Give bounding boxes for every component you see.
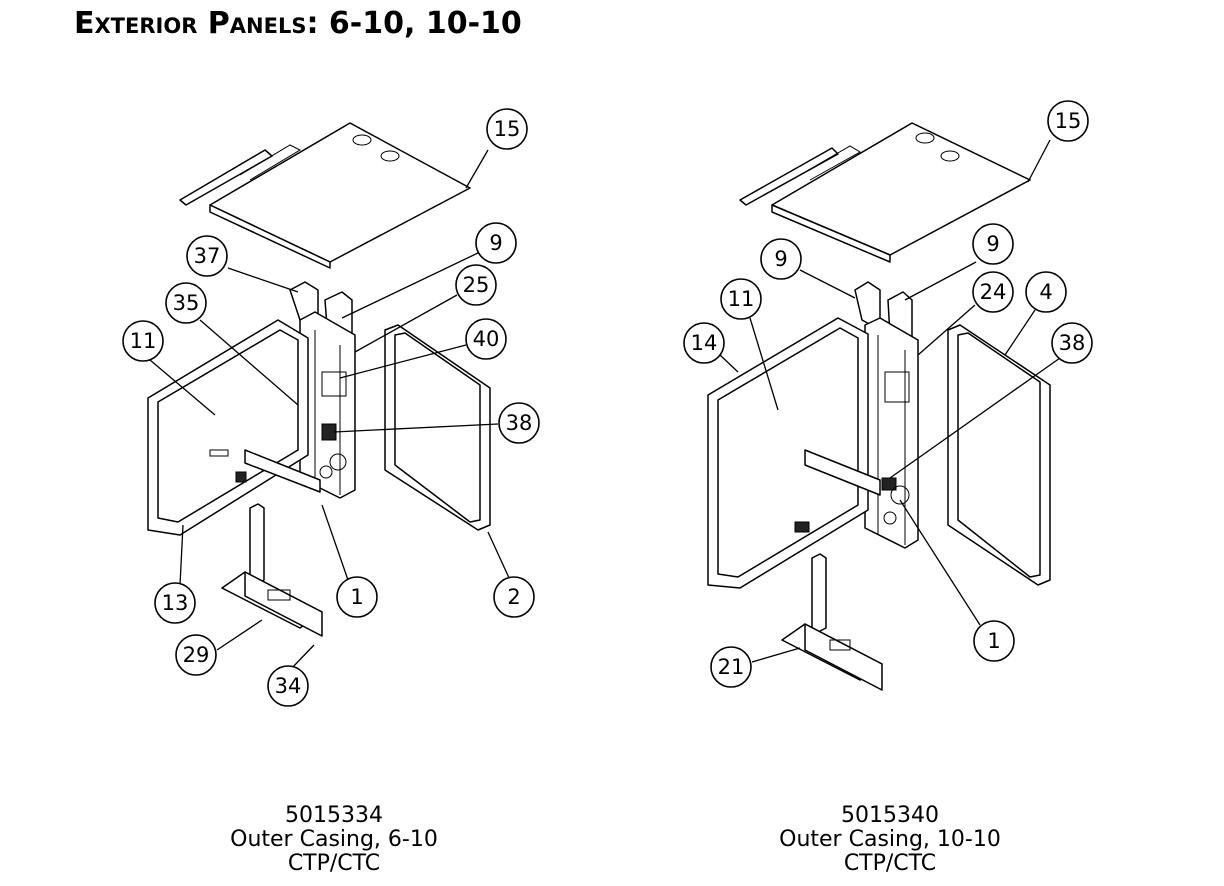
svg-text:35: 35	[173, 291, 200, 315]
svg-text:40: 40	[473, 327, 500, 351]
svg-text:21: 21	[718, 655, 745, 679]
right-bottom-rail	[804, 449, 881, 496]
callout-left-35: 35	[165, 282, 207, 324]
callout-left-9: 9	[475, 222, 517, 264]
callout-right-4: 4	[1025, 271, 1067, 313]
svg-text:9: 9	[986, 232, 999, 256]
right-assembly-drawing	[707, 122, 1051, 691]
svg-text:1: 1	[987, 629, 1000, 653]
left-top-panel	[179, 122, 471, 269]
left-side-panel	[147, 319, 309, 536]
svg-text:11: 11	[728, 287, 755, 311]
callout-left-37: 37	[186, 235, 228, 277]
svg-text:13: 13	[162, 591, 189, 615]
svg-text:4: 4	[1039, 280, 1052, 304]
callout-left-29: 29	[175, 634, 217, 676]
callout-left-38: 38	[498, 402, 540, 444]
right-top-panel	[739, 122, 1031, 263]
callout-left-34: 34	[267, 665, 309, 707]
callout-left-11: 11	[122, 320, 164, 362]
callout-left-1: 1	[336, 576, 378, 618]
callout-right-14: 14	[683, 322, 725, 364]
right-front-frame	[864, 317, 919, 549]
callout-left-13: 13	[154, 582, 196, 624]
left-description: Outer Casing, 6-10	[230, 827, 438, 852]
svg-text:1: 1	[350, 585, 363, 609]
callout-left-40: 40	[465, 318, 507, 360]
right-part-number: 5015340	[841, 803, 939, 828]
svg-text:14: 14	[691, 331, 718, 355]
left-part-number: 5015334	[285, 803, 383, 828]
callout-right-11: 11	[720, 278, 762, 320]
callout-right-9a: 9	[760, 238, 802, 280]
callout-left-15: 15	[486, 108, 528, 150]
left-lower-access-plate	[221, 503, 323, 637]
right-model: CTP/CTC	[843, 851, 937, 876]
right-right-side-panel	[947, 324, 1051, 586]
callout-right-1: 1	[973, 620, 1015, 662]
callout-right-15: 15	[1047, 100, 1089, 142]
svg-text:9: 9	[489, 231, 502, 255]
left-assembly-caption: 5015334 Outer Casing, 6-10 CTP/CTC	[134, 804, 534, 876]
right-assembly-caption: 5015340 Outer Casing, 10-10 CTP/CTC	[690, 804, 1090, 876]
callout-right-38: 38	[1051, 322, 1093, 364]
svg-text:38: 38	[1059, 331, 1086, 355]
left-leader-lines	[149, 149, 511, 671]
svg-text:11: 11	[130, 329, 157, 353]
svg-text:9: 9	[774, 247, 787, 271]
svg-text:29: 29	[183, 643, 210, 667]
left-assembly-drawing	[147, 122, 491, 637]
callout-right-24: 24	[972, 271, 1014, 313]
right-lower-access-plate	[781, 553, 883, 691]
left-model: CTP/CTC	[287, 851, 381, 876]
callout-left-2: 2	[493, 576, 535, 618]
callout-right-9b: 9	[972, 223, 1014, 265]
right-description: Outer Casing, 10-10	[779, 827, 1001, 852]
svg-text:15: 15	[494, 117, 521, 141]
svg-text:34: 34	[275, 674, 302, 698]
svg-text:15: 15	[1055, 109, 1082, 133]
page-title: Exterior Panels: 6-10, 10-10	[74, 6, 522, 41]
callout-left-25: 25	[455, 264, 497, 306]
svg-text:37: 37	[194, 244, 221, 268]
svg-text:2: 2	[507, 585, 520, 609]
left-bottom-rail	[235, 449, 321, 493]
svg-text:25: 25	[463, 273, 490, 297]
right-leader-lines	[719, 139, 1061, 663]
callout-right-21: 21	[710, 646, 752, 688]
svg-text:24: 24	[980, 280, 1007, 304]
right-left-side-panel	[707, 317, 869, 589]
svg-text:38: 38	[506, 411, 533, 435]
